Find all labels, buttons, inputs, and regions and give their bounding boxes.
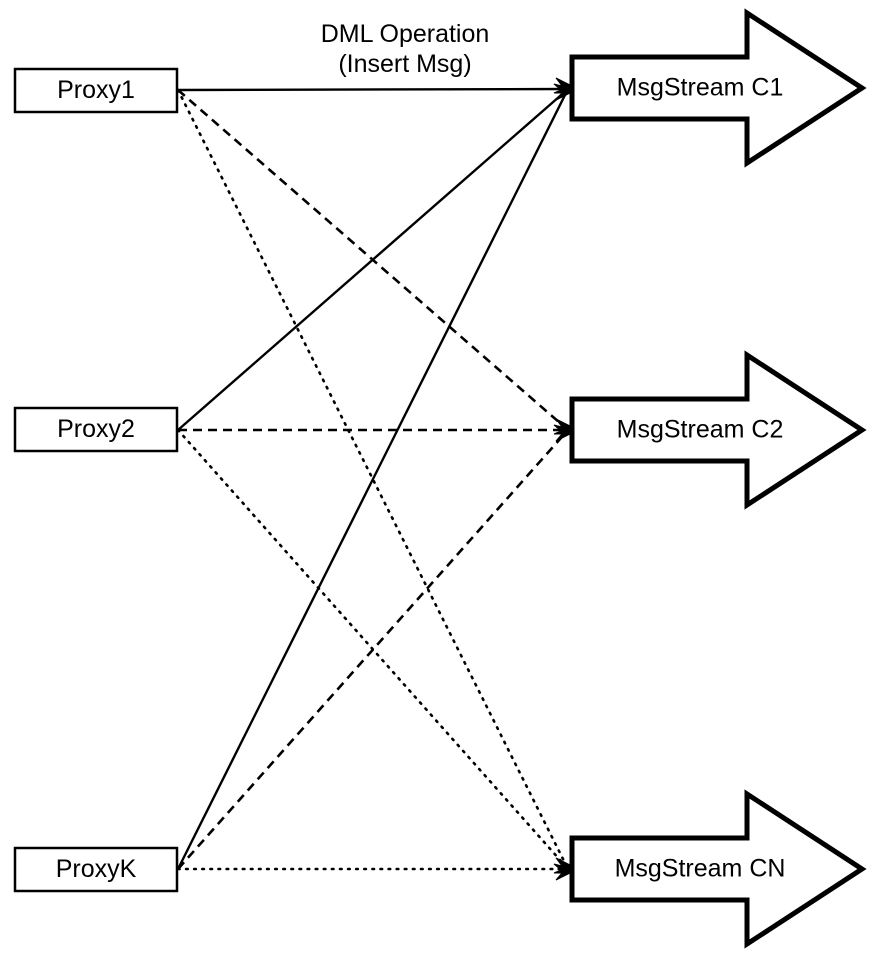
proxyk[interactable]: ProxyK bbox=[13, 846, 179, 893]
stream-c1: MsgStream C1 bbox=[569, 8, 867, 168]
stream-cn: MsgStream CN bbox=[569, 789, 867, 949]
stream-cn-label: MsgStream CN bbox=[615, 855, 786, 883]
stream-c1-label: MsgStream C1 bbox=[617, 74, 784, 102]
link-proxyk-to-c2 bbox=[177, 429, 569, 870]
stream-c2-label: MsgStream C2 bbox=[617, 416, 784, 444]
annotations-layer: DML Operation(Insert Msg) bbox=[321, 20, 490, 78]
link-proxy1-to-c1 bbox=[177, 87, 569, 92]
dml-operation-line2: (Insert Msg) bbox=[338, 50, 471, 78]
arrowhead-c1 bbox=[553, 77, 580, 101]
arrowhead-c2 bbox=[553, 418, 580, 442]
stream-c1-shape bbox=[569, 8, 867, 168]
dml-operation-line1: DML Operation bbox=[321, 20, 490, 48]
proxy1-label: Proxy1 bbox=[57, 76, 135, 104]
link-proxy1-to-cn bbox=[176, 88, 570, 871]
proxyk-box[interactable] bbox=[13, 846, 179, 893]
link-proxy2-to-c1 bbox=[177, 88, 569, 431]
dml-operation-annotation: DML Operation(Insert Msg) bbox=[321, 20, 490, 78]
stream-c2: MsgStream C2 bbox=[569, 350, 867, 510]
proxy2-label: Proxy2 bbox=[57, 415, 135, 443]
stream-cn-shape bbox=[569, 789, 867, 949]
proxy2-box[interactable] bbox=[13, 406, 179, 453]
proxyk-label: ProxyK bbox=[56, 855, 137, 883]
stream-c2-shape bbox=[569, 350, 867, 510]
arrowheads-layer bbox=[553, 77, 580, 881]
arrowhead-cn bbox=[553, 857, 580, 881]
link-proxyk-to-c1 bbox=[176, 88, 570, 870]
proxy1-box[interactable] bbox=[13, 67, 179, 114]
proxy1[interactable]: Proxy1 bbox=[13, 67, 179, 114]
streams-layer: MsgStream C1 MsgStream C2 MsgStream CN bbox=[569, 8, 867, 949]
proxy2[interactable]: Proxy2 bbox=[13, 406, 179, 453]
links-layer bbox=[176, 87, 570, 871]
